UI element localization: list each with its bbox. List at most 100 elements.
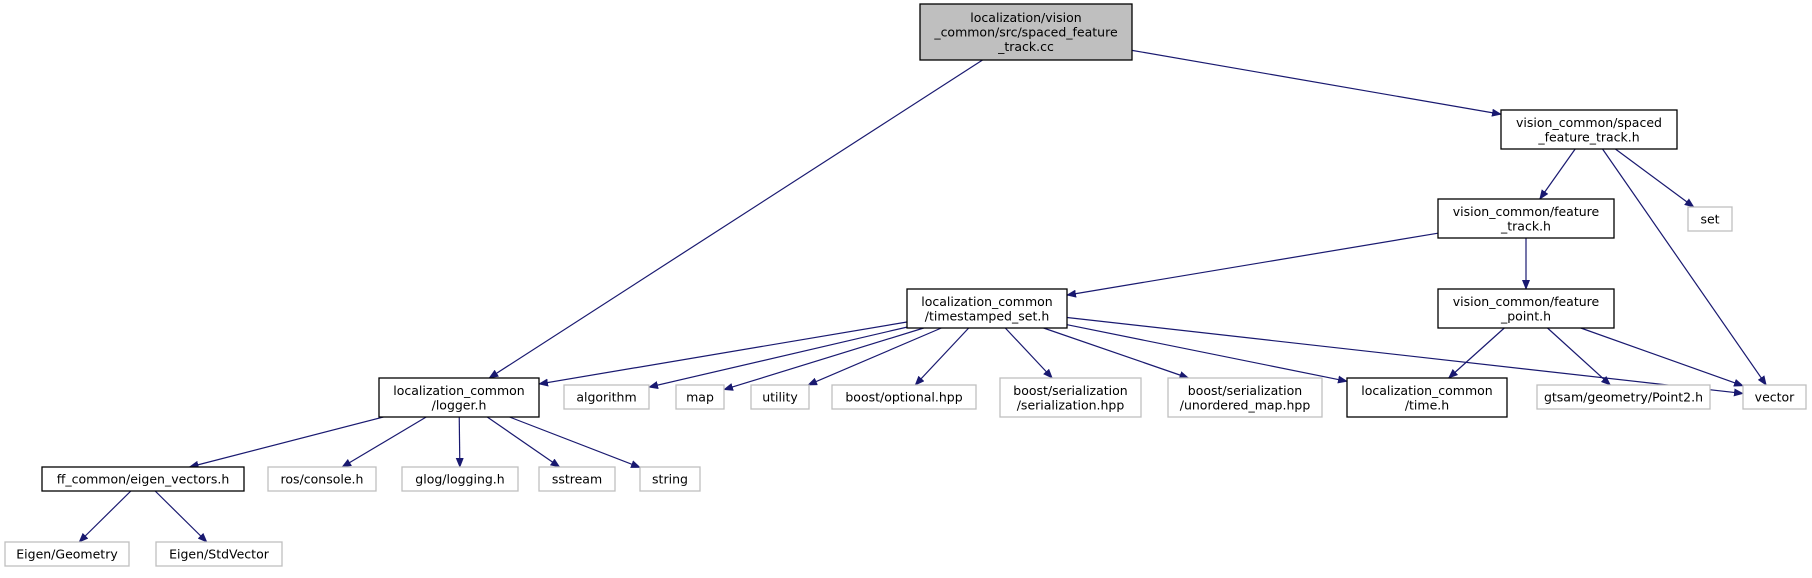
- node-spaced_feature_track_cc: localization/vision_common/src/spaced_fe…: [919, 3, 1133, 61]
- node-logger_h[interactable]: localization_common/logger.h: [378, 377, 540, 418]
- edge-timestamped_set_h-to-utility: [807, 327, 942, 386]
- edge-feature_point_h-to-time_h: [1447, 327, 1505, 379]
- node-label-line: localization_common: [393, 383, 524, 398]
- edge-spaced_feature_track_h-to-feature_track_h: [1539, 148, 1576, 200]
- node-eigen_vectors_h[interactable]: ff_common/eigen_vectors.h: [41, 466, 245, 492]
- edge-timestamped_set_h-to-boost_unordered_map: [1043, 327, 1190, 379]
- edge-eigen_vectors_h-to-eigen_geometry: [78, 490, 132, 543]
- edge-eigen_vectors_h-to-eigen_stdvector: [154, 490, 208, 543]
- node-ros_console_h[interactable]: ros/console.h: [267, 466, 377, 492]
- node-box: [41, 466, 245, 492]
- node-box: [1536, 384, 1711, 410]
- node-label-line: /unordered_map.hpp: [1180, 397, 1311, 412]
- node-box: [4, 541, 130, 567]
- node-feature_point_h[interactable]: vision_common/feature_point.h: [1437, 288, 1615, 329]
- node-box: [906, 288, 1068, 329]
- node-box: [267, 466, 377, 492]
- node-label-line: _point.h: [1500, 308, 1551, 323]
- node-label-line: _feature_track.h: [1537, 129, 1639, 144]
- edge-spaced_feature_track_cc-to-logger_h: [488, 59, 983, 379]
- node-box: [1742, 384, 1807, 410]
- node-box: [378, 377, 540, 418]
- node-glog_logging_h[interactable]: glog/logging.h: [401, 466, 519, 492]
- edge-logger_h-to-sstream: [486, 416, 561, 468]
- node-string[interactable]: string: [639, 466, 701, 492]
- node-box: [675, 384, 725, 410]
- node-box: [831, 384, 977, 410]
- node-label-line: vision_common/feature: [1453, 204, 1600, 219]
- node-point2_h[interactable]: gtsam/geometry/Point2.h: [1536, 384, 1711, 410]
- node-eigen_geometry[interactable]: Eigen/Geometry: [4, 541, 130, 567]
- edge-spaced_feature_track_h-to-vector: [1602, 148, 1767, 386]
- edge-feature_point_h-to-point2_h: [1547, 327, 1612, 386]
- node-label-line: localization_common: [1361, 383, 1492, 398]
- nodes-layer: localization/vision_common/src/spaced_fe…: [4, 3, 1807, 567]
- node-label-line: boost/serialization: [1013, 383, 1127, 398]
- edge-timestamped_set_h-to-boost_optional: [914, 327, 970, 386]
- node-algorithm[interactable]: algorithm: [563, 384, 650, 410]
- node-label-line: /time.h: [1405, 397, 1449, 412]
- edge-timestamped_set_h-to-boost_serialization: [1004, 327, 1053, 379]
- node-label-line: string: [652, 472, 688, 487]
- edge-spaced_feature_track_h-to-set: [1615, 148, 1695, 208]
- node-label-line: localization_common: [921, 294, 1052, 309]
- node-eigen_stdvector[interactable]: Eigen/StdVector: [155, 541, 283, 567]
- edge-timestamped_set_h-to-algorithm: [648, 326, 908, 389]
- node-label-line: _common/src/spaced_feature: [933, 25, 1118, 40]
- node-label-line: _track.cc: [997, 39, 1054, 54]
- node-box: [538, 466, 616, 492]
- edge-logger_h-to-eigen_vectors_h: [188, 416, 384, 469]
- edge-logger_h-to-glog_logging_h: [455, 416, 464, 468]
- edge-timestamped_set_h-to-vector: [1066, 316, 1744, 397]
- edges-layer: [78, 49, 1767, 543]
- node-boost_optional[interactable]: boost/optional.hpp: [831, 384, 977, 410]
- node-set[interactable]: set: [1687, 206, 1733, 232]
- node-label-line: vision_common/feature: [1453, 294, 1600, 309]
- node-label-line: vision_common/spaced: [1516, 115, 1662, 130]
- node-label-line: vector: [1755, 390, 1796, 405]
- node-box: [563, 384, 650, 410]
- node-box: [155, 541, 283, 567]
- edge-spaced_feature_track_cc-to-spaced_feature_track_h: [1131, 49, 1502, 117]
- node-map[interactable]: map: [675, 384, 725, 410]
- node-utility[interactable]: utility: [750, 384, 810, 410]
- node-label-line: /logger.h: [432, 397, 487, 412]
- node-label-line: /timestamped_set.h: [925, 308, 1050, 323]
- node-box: [1437, 288, 1615, 329]
- edge-timestamped_set_h-to-time_h: [1066, 324, 1348, 384]
- node-feature_track_h[interactable]: vision_common/feature_track.h: [1437, 198, 1615, 239]
- node-label-line: sstream: [552, 472, 602, 487]
- node-label-line: map: [686, 390, 714, 405]
- node-box: [401, 466, 519, 492]
- edge-timestamped_set_h-to-map: [723, 327, 924, 391]
- node-time_h[interactable]: localization_common/time.h: [1346, 377, 1508, 418]
- node-label-line: ff_common/eigen_vectors.h: [57, 472, 230, 487]
- node-timestamped_set_h[interactable]: localization_common/timestamped_set.h: [906, 288, 1068, 329]
- node-box: [1500, 109, 1678, 150]
- node-box: [639, 466, 701, 492]
- node-boost_unordered_map[interactable]: boost/serialization/unordered_map.hpp: [1167, 377, 1323, 418]
- node-box: [919, 3, 1133, 61]
- node-vector[interactable]: vector: [1742, 384, 1807, 410]
- edge-feature_track_h-to-timestamped_set_h: [1066, 232, 1439, 298]
- node-box: [1687, 206, 1733, 232]
- node-boost_serialization[interactable]: boost/serialization/serialization.hpp: [999, 377, 1142, 418]
- node-sstream[interactable]: sstream: [538, 466, 616, 492]
- node-spaced_feature_track_h[interactable]: vision_common/spaced_feature_track.h: [1500, 109, 1678, 150]
- node-box: [1437, 198, 1615, 239]
- node-box: [1346, 377, 1508, 418]
- node-box: [750, 384, 810, 410]
- node-box: [999, 377, 1142, 418]
- edge-timestamped_set_h-to-logger_h: [538, 321, 908, 387]
- node-label-line: Eigen/Geometry: [16, 547, 118, 562]
- node-box: [1167, 377, 1323, 418]
- node-label-line: gtsam/geometry/Point2.h: [1544, 390, 1703, 405]
- node-label-line: boost/serialization: [1188, 383, 1302, 398]
- node-label-line: Eigen/StdVector: [169, 547, 270, 562]
- node-label-line: algorithm: [576, 390, 636, 405]
- node-label-line: /serialization.hpp: [1017, 397, 1125, 412]
- node-label-line: set: [1700, 212, 1719, 227]
- node-label-line: localization/vision: [970, 10, 1081, 25]
